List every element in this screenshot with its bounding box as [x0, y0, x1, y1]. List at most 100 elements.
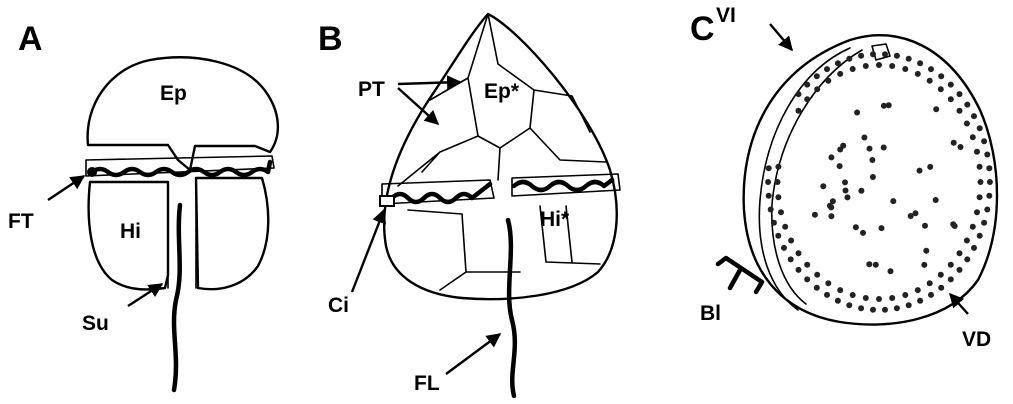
cyst-dot [814, 86, 820, 92]
cyst-dot [788, 238, 794, 244]
cyst-dot [921, 262, 927, 268]
cyst-dot [902, 66, 908, 72]
cyst-dot [933, 106, 939, 112]
cyst-dot [858, 188, 864, 194]
cyst-dot [958, 144, 964, 150]
cyst-dot [938, 285, 944, 291]
arrow-fl [446, 334, 500, 374]
label-ft: FT [8, 210, 34, 233]
cyst-dot [765, 179, 771, 185]
border-layer-bracket [718, 258, 762, 292]
cyst-dot [788, 256, 794, 262]
cyst-dot [957, 267, 963, 273]
cyst-dot [804, 96, 810, 102]
cyst-dot [974, 149, 980, 155]
cyst-dot [870, 307, 876, 313]
cyst-dot [850, 66, 856, 72]
cyst-dot [778, 209, 784, 215]
cyst-dot [889, 63, 895, 69]
cyst-dot [915, 287, 921, 293]
panel-letter-a: A [18, 20, 43, 58]
cyst-dot [971, 113, 977, 119]
cyst-dot [971, 245, 977, 251]
cyst-dot [964, 102, 970, 108]
cyst-dot [881, 145, 887, 151]
cyst-dot [964, 121, 970, 127]
cyst-dot [846, 302, 852, 308]
label-pt: PT [358, 78, 385, 101]
label-bl: Bl [700, 302, 721, 325]
cyst-dot [853, 224, 859, 230]
cyst-dot [820, 183, 826, 189]
cyst-dot [828, 204, 834, 210]
cyst-dot [824, 66, 830, 72]
cyst-dot [812, 212, 818, 218]
cyst-dot [938, 86, 944, 92]
cyst-dot [837, 163, 843, 169]
cyst-dot [837, 287, 843, 293]
cyst-dot [923, 248, 929, 254]
cyst-dot [917, 168, 923, 174]
arrow-ft [48, 176, 84, 200]
cyst-dot [860, 230, 866, 236]
cyst-dot [766, 165, 772, 171]
cyst-dot [796, 250, 802, 256]
label-ep-star: Ep* [484, 80, 520, 103]
cyst-outline [744, 35, 997, 324]
cyst-dot [889, 295, 895, 301]
cyst-dot [775, 233, 781, 239]
cyst-dot [861, 135, 867, 141]
cyst-dot [928, 292, 934, 298]
sulcus-groove [168, 182, 196, 288]
cyst-dot [863, 295, 869, 301]
cyst-dot [977, 233, 983, 239]
cyst-dot [866, 261, 872, 267]
cyst-dot [917, 60, 923, 66]
cyst-dot [977, 125, 983, 131]
cyst-dot [938, 272, 944, 278]
cyst-dot [876, 296, 882, 302]
cyst-dot [842, 179, 848, 185]
cyst-dot [870, 51, 876, 57]
cyst-dot [974, 209, 980, 215]
cyst-dot [881, 103, 887, 109]
cingulum-marker [380, 196, 394, 206]
cyst-dot [879, 225, 885, 231]
cyst-dot [927, 164, 933, 170]
cyst-dot [894, 53, 900, 59]
cyst-dot [902, 292, 908, 298]
cyst-dot [928, 66, 934, 72]
cyst-dot [908, 213, 914, 219]
cyst-dot [964, 256, 970, 262]
cyst-dot [837, 71, 843, 77]
cyst-dot [840, 143, 846, 149]
cyst-dot [986, 193, 992, 199]
cyst-dot [970, 224, 976, 230]
cyst-dot [766, 193, 772, 199]
cyst-dot [846, 56, 852, 62]
cyst-dot [835, 298, 841, 304]
cyst-dot [825, 280, 831, 286]
cyst-dot [882, 307, 888, 313]
cyst-dot [828, 154, 834, 160]
cyst-dot [796, 267, 802, 273]
cyst-dot [922, 223, 928, 229]
cyst-dot [986, 165, 992, 171]
cyst-dot [948, 262, 954, 268]
cyst-dot [917, 298, 923, 304]
cyst-dot [952, 223, 958, 229]
cyst-dot [948, 82, 954, 88]
cyst-dot [814, 285, 820, 291]
cyst-dot [828, 213, 834, 219]
epicone-outline [88, 57, 278, 170]
cyst-dot [796, 91, 802, 97]
cyst-dot [867, 146, 873, 152]
panel-letter-c: C [690, 10, 715, 48]
cyst-dot [870, 174, 876, 180]
cyst-dot [957, 108, 963, 114]
cyst-dot [804, 262, 810, 268]
cyst-dot [957, 250, 963, 256]
cyst-dot [964, 238, 970, 244]
panel-c: C VI Bl VD [690, 4, 997, 351]
cyst-dot [869, 157, 875, 163]
